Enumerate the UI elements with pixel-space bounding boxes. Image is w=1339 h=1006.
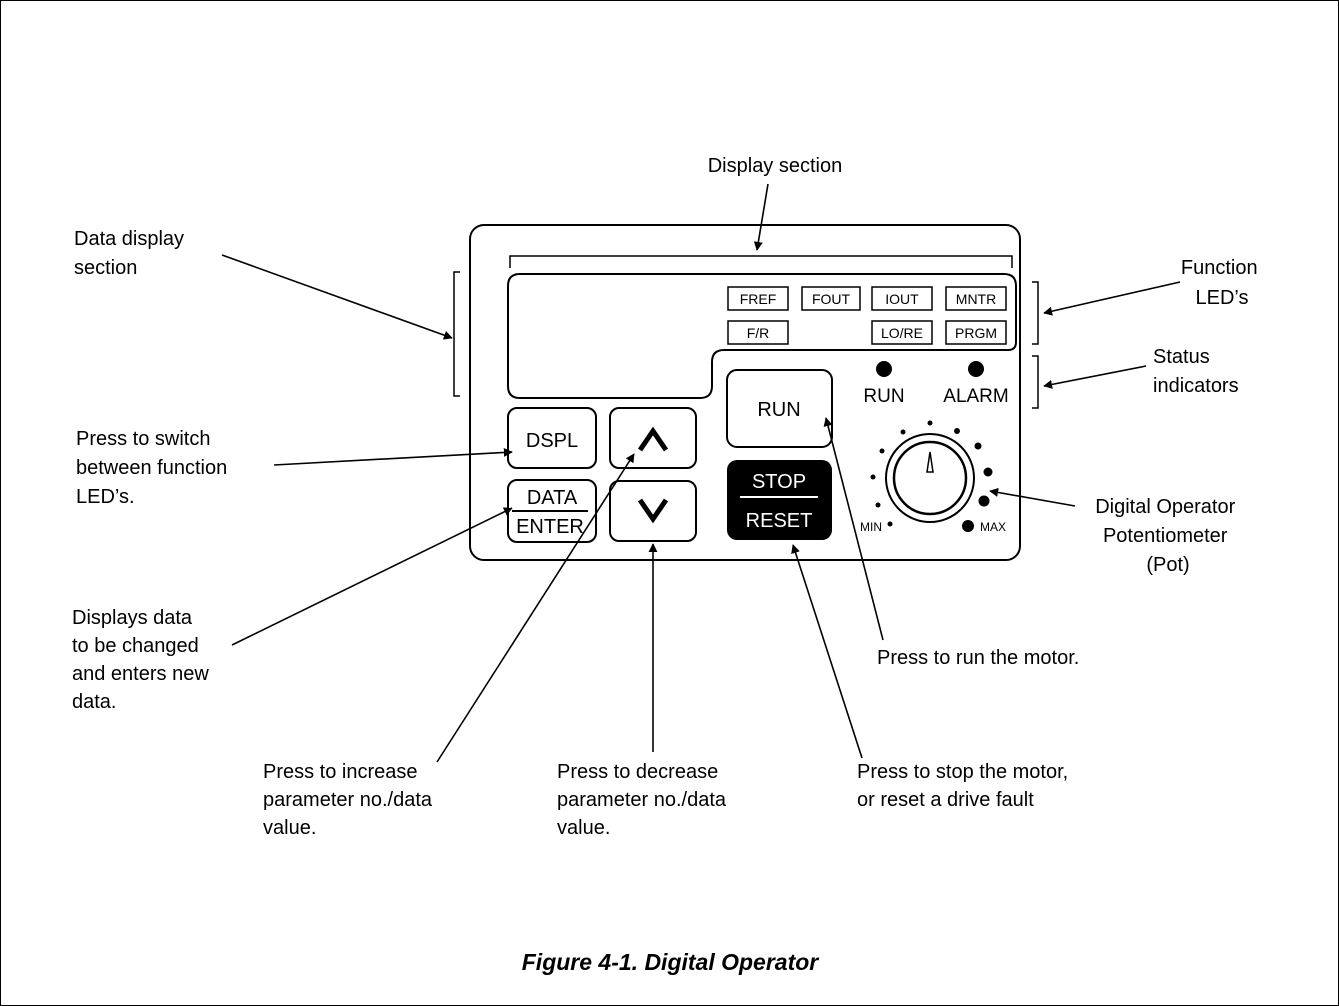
status-indicators-bracket <box>1032 355 1039 409</box>
potentiometer-scale-dots <box>870 420 993 532</box>
status-indicators-arrow <box>1043 365 1147 389</box>
data-enter-key[interactable]: DATA ENTER <box>507 479 597 543</box>
svg-text:STOP: STOP <box>752 471 806 493</box>
caret-down-icon <box>637 498 669 524</box>
run-led-icon <box>876 361 892 377</box>
svg-text:DSPL: DSPL <box>526 430 578 452</box>
svg-text:F/R: F/R <box>747 325 770 341</box>
status-indicators-label: Status indicators <box>1153 346 1239 397</box>
svg-text:RUN: RUN <box>757 399 800 421</box>
run-description: Press to run the motor. <box>877 647 1079 669</box>
display-section-bracket <box>509 255 1013 268</box>
display-section-label: Display section <box>708 155 843 177</box>
function-led-fref: FREF <box>727 286 789 311</box>
display-section-arrow <box>753 183 769 251</box>
svg-text:DATA: DATA <box>527 487 578 509</box>
data-enter-description: Displays data to be changed and enters n… <box>72 607 214 713</box>
pot-max-label: MAX <box>980 520 1006 534</box>
svg-text:IOUT: IOUT <box>885 291 919 307</box>
svg-text:MNTR: MNTR <box>956 291 996 307</box>
svg-text:FOUT: FOUT <box>812 291 851 307</box>
stop-reset-key[interactable]: STOP RESET <box>727 460 832 540</box>
potentiometer-knob[interactable] <box>885 433 975 523</box>
dspl-key[interactable]: DSPL <box>507 407 597 469</box>
svg-text:RESET: RESET <box>746 510 813 532</box>
dspl-arrow <box>273 447 513 466</box>
function-led-fout: FOUT <box>801 286 861 311</box>
function-leds-label: Function LED’s <box>1181 257 1263 309</box>
down-arrow-key[interactable] <box>609 480 697 542</box>
potentiometer-arrow <box>989 487 1076 507</box>
decrease-description: Press to decrease parameter no./data val… <box>557 761 732 839</box>
leader-lines <box>221 183 1181 763</box>
figure-caption: Figure 4-1. Digital Operator <box>522 949 820 975</box>
potentiometer-description: Digital Operator Potentiometer (Pot) <box>1095 496 1241 576</box>
up-arrow-key[interactable] <box>609 407 697 469</box>
increase-description: Press to increase parameter no./data val… <box>263 761 438 839</box>
function-led-prgm: PRGM <box>945 320 1007 345</box>
pot-min-label: MIN <box>860 520 882 534</box>
function-led-fr: F/R <box>727 320 789 345</box>
pointer-triangle-icon <box>926 451 934 473</box>
data-display-section-label: Data display section <box>74 228 190 279</box>
stop-description: Press to stop the motor, or reset a driv… <box>857 761 1074 811</box>
display-window <box>507 273 1017 399</box>
function-leds-bracket <box>1032 281 1039 345</box>
data-enter-arrow <box>231 507 513 646</box>
increase-arrow <box>436 453 635 763</box>
dspl-description: Press to switch between function LED’s. <box>76 428 233 508</box>
svg-text:FREF: FREF <box>740 291 777 307</box>
function-led-lore: LO/RE <box>871 320 933 345</box>
operator-panel <box>469 224 1021 561</box>
alarm-status-label: ALARM <box>943 386 1008 407</box>
function-led-iout: IOUT <box>871 286 933 311</box>
run-status-label: RUN <box>863 386 904 407</box>
data-display-arrow <box>221 254 453 340</box>
function-led-mntr: MNTR <box>945 286 1007 311</box>
svg-text:LO/RE: LO/RE <box>881 325 923 341</box>
svg-text:PRGM: PRGM <box>955 325 997 341</box>
svg-text:ENTER: ENTER <box>516 516 584 538</box>
stop-arrow <box>791 544 863 759</box>
alarm-led-icon <box>968 361 984 377</box>
data-display-bracket <box>453 271 460 397</box>
function-leds-arrow <box>1043 281 1181 316</box>
run-key[interactable]: RUN <box>726 369 833 448</box>
caret-up-icon <box>637 426 669 452</box>
run-arrow <box>823 417 884 641</box>
